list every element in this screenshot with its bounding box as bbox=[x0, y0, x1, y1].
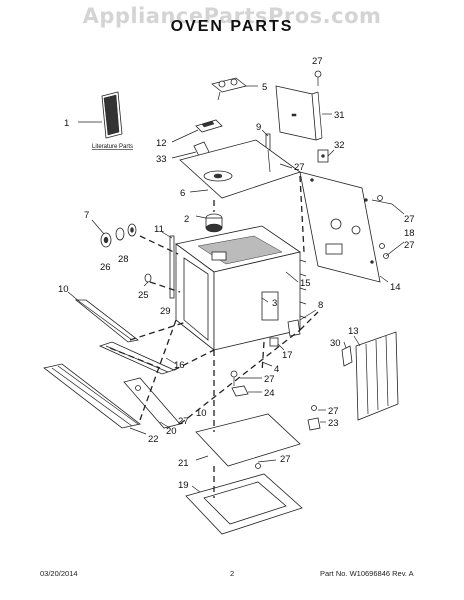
callout-20: 20 bbox=[166, 426, 177, 437]
callout-8: 8 bbox=[318, 300, 323, 311]
callout-27d: 27 bbox=[404, 240, 415, 251]
part-side-trim[interactable] bbox=[169, 235, 175, 299]
callout-19: 19 bbox=[178, 480, 189, 491]
part-oven-cavity[interactable] bbox=[175, 225, 307, 351]
part-clip-32[interactable] bbox=[317, 149, 329, 163]
callout-5: 5 bbox=[262, 82, 267, 93]
part-trim-strip-10[interactable] bbox=[74, 299, 139, 343]
part-sensor-connector[interactable] bbox=[211, 77, 247, 101]
callout-15: 15 bbox=[300, 278, 311, 289]
callout-25: 25 bbox=[138, 290, 149, 301]
part-connector-17[interactable] bbox=[269, 337, 279, 347]
callout-9: 9 bbox=[256, 122, 261, 133]
part-bottom-tray-19[interactable] bbox=[185, 473, 303, 535]
callout-27b: 27 bbox=[294, 162, 305, 173]
callout-13: 13 bbox=[348, 326, 359, 337]
part-vent-panel[interactable] bbox=[275, 85, 323, 141]
callout-16: 16 bbox=[174, 360, 185, 371]
callout-7: 7 bbox=[84, 210, 89, 221]
callout-12: 12 bbox=[156, 138, 167, 149]
callout-30: 30 bbox=[330, 338, 341, 349]
callout-27a: 27 bbox=[312, 56, 323, 67]
callout-27e: 27 bbox=[264, 374, 275, 385]
callout-21: 21 bbox=[178, 458, 189, 469]
callout-27f: 27 bbox=[178, 416, 189, 427]
callout-11: 11 bbox=[154, 224, 164, 235]
assembly-guide-lines bbox=[129, 175, 319, 498]
callout-3: 3 bbox=[272, 298, 277, 309]
part-rear-panel[interactable] bbox=[299, 171, 381, 283]
part-clip-23[interactable] bbox=[307, 405, 321, 431]
part-lower-rail-22[interactable] bbox=[43, 363, 141, 429]
part-screws-right[interactable] bbox=[371, 195, 393, 259]
callout-10b: 10 bbox=[196, 408, 207, 419]
callout-22: 22 bbox=[148, 434, 159, 445]
callout-2: 2 bbox=[184, 214, 189, 225]
callout-14: 14 bbox=[390, 282, 401, 293]
callout-4: 4 bbox=[274, 364, 279, 375]
footer-page-number: 2 bbox=[230, 569, 235, 578]
callout-27c: 27 bbox=[404, 214, 415, 225]
callout-32: 32 bbox=[334, 140, 345, 151]
site-watermark: AppliancePartsPros.com bbox=[82, 4, 382, 28]
footer-part-number: Part No. W10696846 Rev. A bbox=[320, 569, 414, 578]
part-bracket-8[interactable] bbox=[287, 319, 301, 337]
part-knob-assembly[interactable] bbox=[100, 223, 137, 248]
callout-31: 31 bbox=[334, 110, 345, 121]
page-title: OVEN PARTS bbox=[170, 18, 294, 35]
part-screw-24[interactable] bbox=[230, 370, 249, 397]
part-convection-motor[interactable] bbox=[205, 213, 223, 233]
part-channel-16[interactable] bbox=[98, 341, 176, 375]
callout-6: 6 bbox=[180, 188, 185, 199]
part-oven-top-plate[interactable] bbox=[179, 139, 301, 199]
callout-1: 1 bbox=[64, 118, 69, 129]
part-screw-top[interactable] bbox=[314, 70, 322, 86]
part-light-socket[interactable] bbox=[144, 273, 152, 283]
callout-27h: 27 bbox=[280, 454, 291, 465]
callout-23: 23 bbox=[328, 418, 339, 429]
callout-29: 29 bbox=[160, 306, 171, 317]
part-bottom-panel-21[interactable] bbox=[195, 413, 301, 467]
part-bracket-30[interactable] bbox=[341, 345, 353, 367]
callout-24: 24 bbox=[264, 388, 275, 399]
part-bracket-12[interactable] bbox=[195, 119, 223, 133]
callout-28: 28 bbox=[118, 254, 129, 265]
part-rack-13[interactable] bbox=[355, 331, 399, 421]
callout-17: 17 bbox=[282, 350, 293, 361]
callout-10a: 10 bbox=[58, 284, 69, 295]
callout-27g: 27 bbox=[328, 406, 339, 417]
callout-18: 18 bbox=[404, 228, 415, 239]
footer-date: 03/20/2014 bbox=[40, 569, 78, 578]
part-literature-booklet[interactable] bbox=[101, 91, 123, 139]
literature-parts-label: Literature Parts bbox=[92, 144, 133, 150]
callout-33: 33 bbox=[156, 154, 167, 165]
callout-26: 26 bbox=[100, 262, 111, 273]
